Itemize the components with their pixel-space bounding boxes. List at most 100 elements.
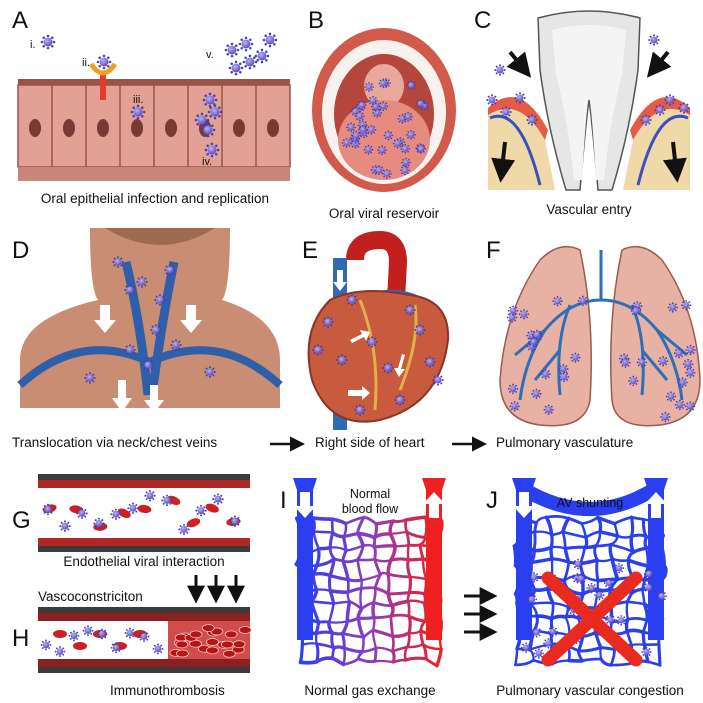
- virus-particle: [228, 60, 244, 76]
- virus-particles-d: [84, 256, 216, 384]
- virus-particle: [674, 399, 686, 411]
- right-lung: [610, 245, 701, 427]
- virus-particle: [620, 357, 631, 368]
- virus-particle: [664, 94, 676, 106]
- virus-particle: [648, 34, 660, 46]
- virus-particle: [660, 411, 671, 423]
- virus-particle: [406, 129, 416, 140]
- virus-particle: [164, 264, 176, 276]
- virus-particle: [684, 401, 696, 412]
- virus-particles-c: [486, 34, 690, 126]
- virus-particle: [138, 631, 150, 642]
- virus-particle: [603, 577, 615, 589]
- virus-particle: [224, 42, 240, 58]
- panel-letter-a: A: [12, 7, 28, 34]
- panel-letter-e: E: [302, 237, 318, 264]
- virus-particle: [641, 646, 652, 658]
- panel-h: H Vascoconstriciton Immunothrombosis: [12, 575, 252, 698]
- virus-particle: [605, 614, 616, 625]
- endothelium-bottom-h: [38, 659, 250, 667]
- caption-i: Normal gas exchange: [304, 683, 435, 698]
- vessel-right: [636, 114, 689, 186]
- virus-particle: [93, 517, 105, 530]
- virus-particle: [667, 302, 679, 313]
- capillary-network-normal: [294, 515, 444, 668]
- virus-particle: [212, 493, 224, 505]
- virus-particle: [500, 106, 512, 118]
- arrow-entry-left: [506, 50, 532, 78]
- virus-particle: [406, 80, 417, 91]
- flow-arrows-e: [333, 270, 405, 400]
- virus-particle: [628, 375, 639, 387]
- virus-particle: [509, 401, 520, 412]
- ace2-receptor: [88, 62, 118, 100]
- vessel-left: [489, 114, 542, 186]
- virus-particle: [382, 362, 394, 374]
- panel-letter-c: C: [474, 7, 491, 34]
- caption-e: Right side of heart: [315, 435, 425, 450]
- virus-particle: [543, 638, 554, 649]
- red-blood-cell: [175, 640, 189, 649]
- virus-particle: [144, 490, 156, 502]
- virus-particles-h: [40, 625, 164, 657]
- step-v: v.: [206, 49, 214, 61]
- virus-particle: [364, 82, 375, 92]
- virus-particle: [142, 359, 154, 371]
- virus-particle: [507, 383, 519, 395]
- venule-blue-i: [293, 478, 317, 640]
- virus-particle: [643, 582, 654, 593]
- step-iv: iv.: [202, 156, 212, 168]
- constriction-arrows: [187, 575, 245, 604]
- panel-a: A i. ii. iii. iv.: [12, 7, 291, 206]
- panel-letter-b: B: [308, 7, 324, 34]
- virus-particles-b: [341, 78, 430, 179]
- virus-particle: [636, 357, 648, 368]
- virus-particle: [322, 316, 334, 328]
- coronary-vessel: [358, 299, 378, 411]
- arrow-up-j: [645, 492, 667, 518]
- virus-particle: [127, 502, 139, 514]
- virus-particle: [170, 339, 182, 351]
- virus-particle: [680, 300, 692, 311]
- red-blood-cell: [238, 626, 252, 634]
- arrow-entry-right: [646, 50, 672, 78]
- virus-particle: [84, 372, 96, 384]
- virus-particle: [416, 144, 427, 154]
- virus-particles-g: [42, 490, 241, 536]
- pulmonary-vessels: [514, 250, 688, 401]
- neck-chest: [20, 228, 280, 408]
- virus-particle: [383, 130, 394, 141]
- virus-particle: [616, 615, 627, 626]
- endothelium-top-h: [38, 613, 250, 621]
- virus-particle: [377, 145, 388, 156]
- virus-particle: [558, 371, 570, 383]
- virus-particle: [528, 336, 539, 347]
- virus-particle: [150, 324, 162, 336]
- virus-particle: [404, 304, 416, 316]
- virus-particle: [613, 562, 625, 574]
- red-blood-cell: [73, 642, 87, 650]
- virus-particle: [356, 100, 367, 111]
- virus-particle: [673, 347, 685, 359]
- tooth-dentin: [552, 25, 626, 180]
- virus-particle: [400, 143, 411, 154]
- av-shunt: [518, 482, 660, 516]
- virus-particle: [678, 102, 690, 114]
- virus-particle: [124, 344, 136, 356]
- red-blood-cell: [201, 624, 215, 632]
- virus-particle: [378, 78, 389, 89]
- caption-d: Translocation via neck/chest veins: [12, 435, 217, 450]
- virus-particle: [547, 626, 559, 637]
- flow-arrows-d: [94, 305, 202, 413]
- virus-particle: [374, 165, 384, 176]
- step-iii: iii.: [133, 94, 143, 106]
- virus-particle: [358, 124, 368, 135]
- bone-left: [488, 106, 555, 190]
- arteriole-red-i: [422, 478, 446, 640]
- vessel-wall-top-g: [38, 474, 250, 480]
- bone-right: [623, 106, 690, 190]
- virus-particle: [154, 294, 166, 306]
- panel-letter-j: J: [486, 487, 498, 514]
- endothelium-bottom-g: [38, 538, 250, 546]
- red-blood-cell: [222, 649, 236, 658]
